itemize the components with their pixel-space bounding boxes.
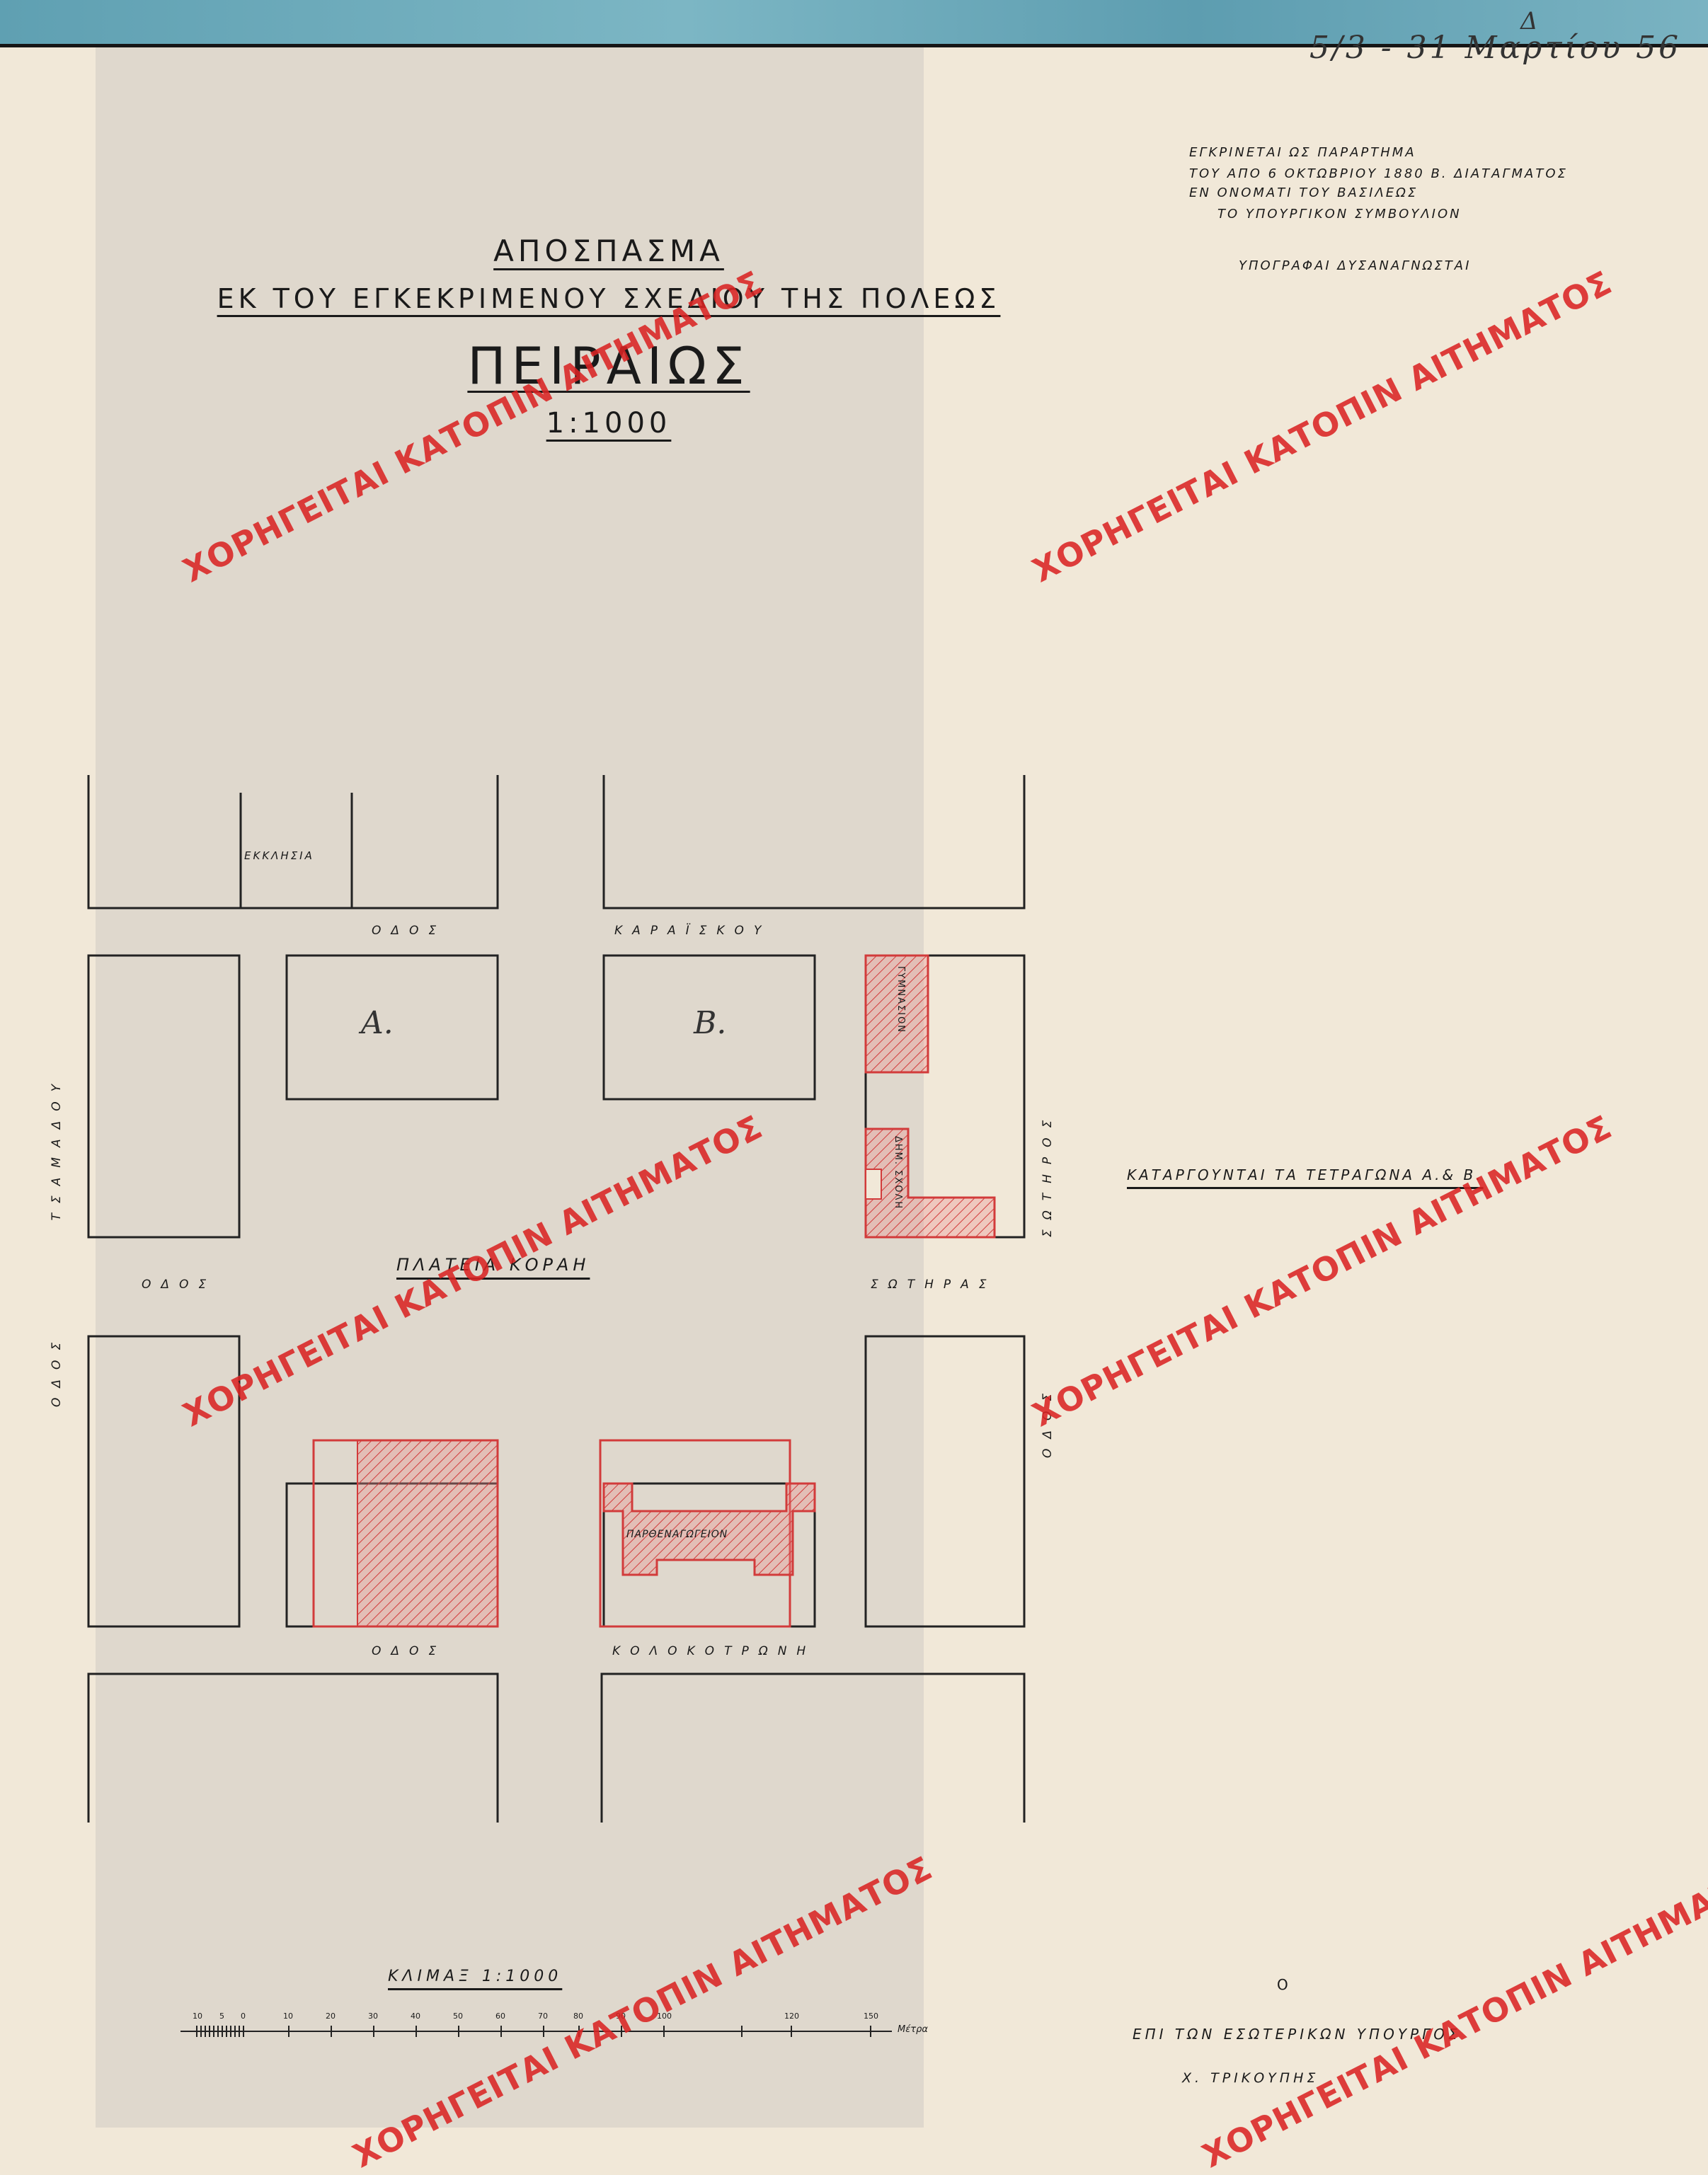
scale-tick-label: 70 (538, 2012, 548, 2021)
scale-tick-label: 80 (573, 2012, 583, 2021)
market-building (602, 1482, 816, 1576)
gymnasio-label: ΓΥΜΝΑΣΙΟΝ (895, 966, 906, 1034)
gymnasio-building (864, 954, 929, 1074)
scale-bar-major-ticks (288, 2026, 871, 2037)
lower-a-hatch (357, 1440, 498, 1627)
scale-tick-label: 10 (283, 2012, 293, 2021)
scale-bar-title: ΚΛΙΜΑΞ 1:1000 (388, 1968, 562, 1985)
scale-tick-label: 90 (616, 2012, 626, 2021)
scale-tick-label: 30 (368, 2012, 378, 2021)
scale-unit: Μέτρα (898, 2024, 928, 2035)
scale-tick-label: 60 (495, 2012, 505, 2021)
block-left-lower (87, 1335, 241, 1628)
block-left-upper (87, 954, 241, 1239)
block-a-label: A. (361, 1005, 394, 1041)
abolish-note: ΚΑΤΑΡΓΟΥΝΤΑΙ ΤΑ ΤΕΤΡΑΓΩΝΑ Α.& Β. (1127, 1166, 1484, 1183)
title-scale: 1:1000 (0, 407, 1217, 440)
scale-bar-graphic (180, 2026, 892, 2037)
square-label: ΠΛΑΤΕΙΑ ΚΟΡΑΗ (396, 1255, 590, 1275)
red-hatched-buildings (312, 954, 996, 1628)
block-a (285, 954, 499, 1101)
scale-tick-label: 150 (864, 2012, 878, 2021)
street-sotiras: ΣΩΤΗΡΑΣ (871, 1278, 997, 1292)
approval-line-4: ΤΟ ΥΠΟΥΡΓΙΚΟΝ ΣΥΜΒΟΥΛΙΟΝ (1217, 207, 1462, 222)
scale-tick-label: 20 (326, 2012, 336, 2021)
block-b-label: B. (694, 1005, 727, 1041)
corner-letter: Δ (1520, 7, 1538, 35)
lower-a-red-outline (312, 1439, 499, 1628)
scale-bar-fine-ticks (196, 2026, 244, 2037)
street-karaiskou: ΚΑΡΑΪΣΚΟΥ (614, 924, 772, 938)
city-title-text: ΠΕΙΡΑΙΩΣ (467, 336, 750, 396)
signature-circle-o: Ο (1277, 1976, 1288, 1993)
top-torn-edge (0, 0, 1708, 44)
street-odos-top: ΟΔΟΣ (372, 924, 447, 938)
school-building (864, 1127, 996, 1239)
square-label-text: ΠΛΑΤΕΙΑ ΚΟΡΑΗ (396, 1255, 590, 1275)
block-bottom-right (600, 1672, 1026, 1823)
approval-line-3: ΕΝ ΟΝΟΜΑΤΙ ΤΟΥ ΒΑΣΙΛΕΩΣ (1189, 185, 1418, 200)
block-top-left (87, 775, 499, 909)
scale-tick-label: 120 (784, 2012, 799, 2021)
street-odos-mid: ΟΔΟΣ (142, 1278, 217, 1292)
school-label: ΔΗΜ. ΣΧΟΛΗ (893, 1136, 903, 1210)
approval-line-1: ΕΓΚΡΙΝΕΤΑΙ ΩΣ ΠΑΡΑΡΤΗΜΑ (1189, 145, 1416, 160)
scale-tick-label: 10 (193, 2012, 202, 2021)
block-right-lower (864, 1335, 1026, 1628)
handwritten-note: 5/3 - 31 Μαρτίου 56 (1309, 30, 1682, 66)
minister-title: ΕΠΙ ΤΩΝ ΕΣΩΤΕΡΙΚΩΝ ΥΠΟΥΡΓΟΣ (1133, 2026, 1461, 2043)
market-label: ΠΑΡΘΕΝΑΓΩΓΕΙΟΝ (626, 1529, 728, 1540)
title-line-1-text: ΑΠΟΣΠΑΣΜΑ (493, 234, 724, 268)
street-tsamadou: ΤΣΑΜΑΔΟΥ (50, 1074, 64, 1221)
paper-shade-strip (96, 44, 924, 2128)
scale-tick-label: 40 (411, 2012, 420, 2021)
title-line-1: ΑΠΟΣΠΑΣΜΑ (0, 234, 1217, 268)
street-odos-left: ΟΔΟΣ (50, 1332, 64, 1407)
street-kolokotroni: ΚΟΛΟΚΟΤΡΩΝΗ (612, 1644, 816, 1658)
scale-bar-title-text: ΚΛΙΜΑΞ 1:1000 (388, 1968, 563, 1985)
scale-tick-label: 5 (219, 2012, 224, 2021)
street-block-outlines (87, 775, 1026, 1823)
block-bottom-left (87, 1672, 499, 1823)
scale-tick-label: 0 (241, 2012, 246, 2021)
city-plan-map (87, 775, 1026, 2037)
title-line-2: ΕΚ ΤΟΥ ΕΓΚΕΚΡΙΜΕΝΟΥ ΣΧΕΔΙΟΥ ΤΗΣ ΠΟΛΕΩΣ (0, 283, 1217, 314)
top-border-line (0, 44, 1708, 47)
school-annex (865, 1169, 882, 1200)
block-top-right (602, 775, 1026, 909)
street-sotiros-upper: ΣΩΤΗΡΟΣ (1041, 1110, 1055, 1237)
block-b (602, 954, 816, 1101)
minister-name: Χ. ΤΡΙΚΟΥΠΗΣ (1182, 2070, 1319, 2086)
scale-tick-label: 100 (657, 2012, 672, 2021)
street-odos-bottom: ΟΔΟΣ (372, 1644, 447, 1658)
title-line-2-text: ΕΚ ΤΟΥ ΕΓΚΕΚΡΙΜΕΝΟΥ ΣΧΕΔΙΟΥ ΤΗΣ ΠΟΛΕΩΣ (217, 283, 1001, 314)
church-label: ΕΚΚΛΗΣΙΑ (244, 849, 314, 862)
approval-line-2: ΤΟΥ ΑΠΟ 6 ΟΚΤΩΒΡΙΟΥ 1880 Β. ΔΙΑΤΑΓΜΑΤΟΣ (1189, 166, 1568, 181)
scale-tick-label: 50 (453, 2012, 463, 2021)
approval-line-5: ΥΠΟΓΡΑΦΑΙ ΔΥΣΑΝΑΓΝΩΣΤΑΙ (1239, 258, 1472, 273)
abolish-note-text: ΚΑΤΑΡΓΟΥΝΤΑΙ ΤΑ ΤΕΤΡΑΓΩΝΑ Α.& Β. (1127, 1166, 1484, 1183)
title-scale-text: 1:1000 (546, 407, 672, 440)
city-title: ΠΕΙΡΑΙΩΣ (0, 336, 1217, 396)
